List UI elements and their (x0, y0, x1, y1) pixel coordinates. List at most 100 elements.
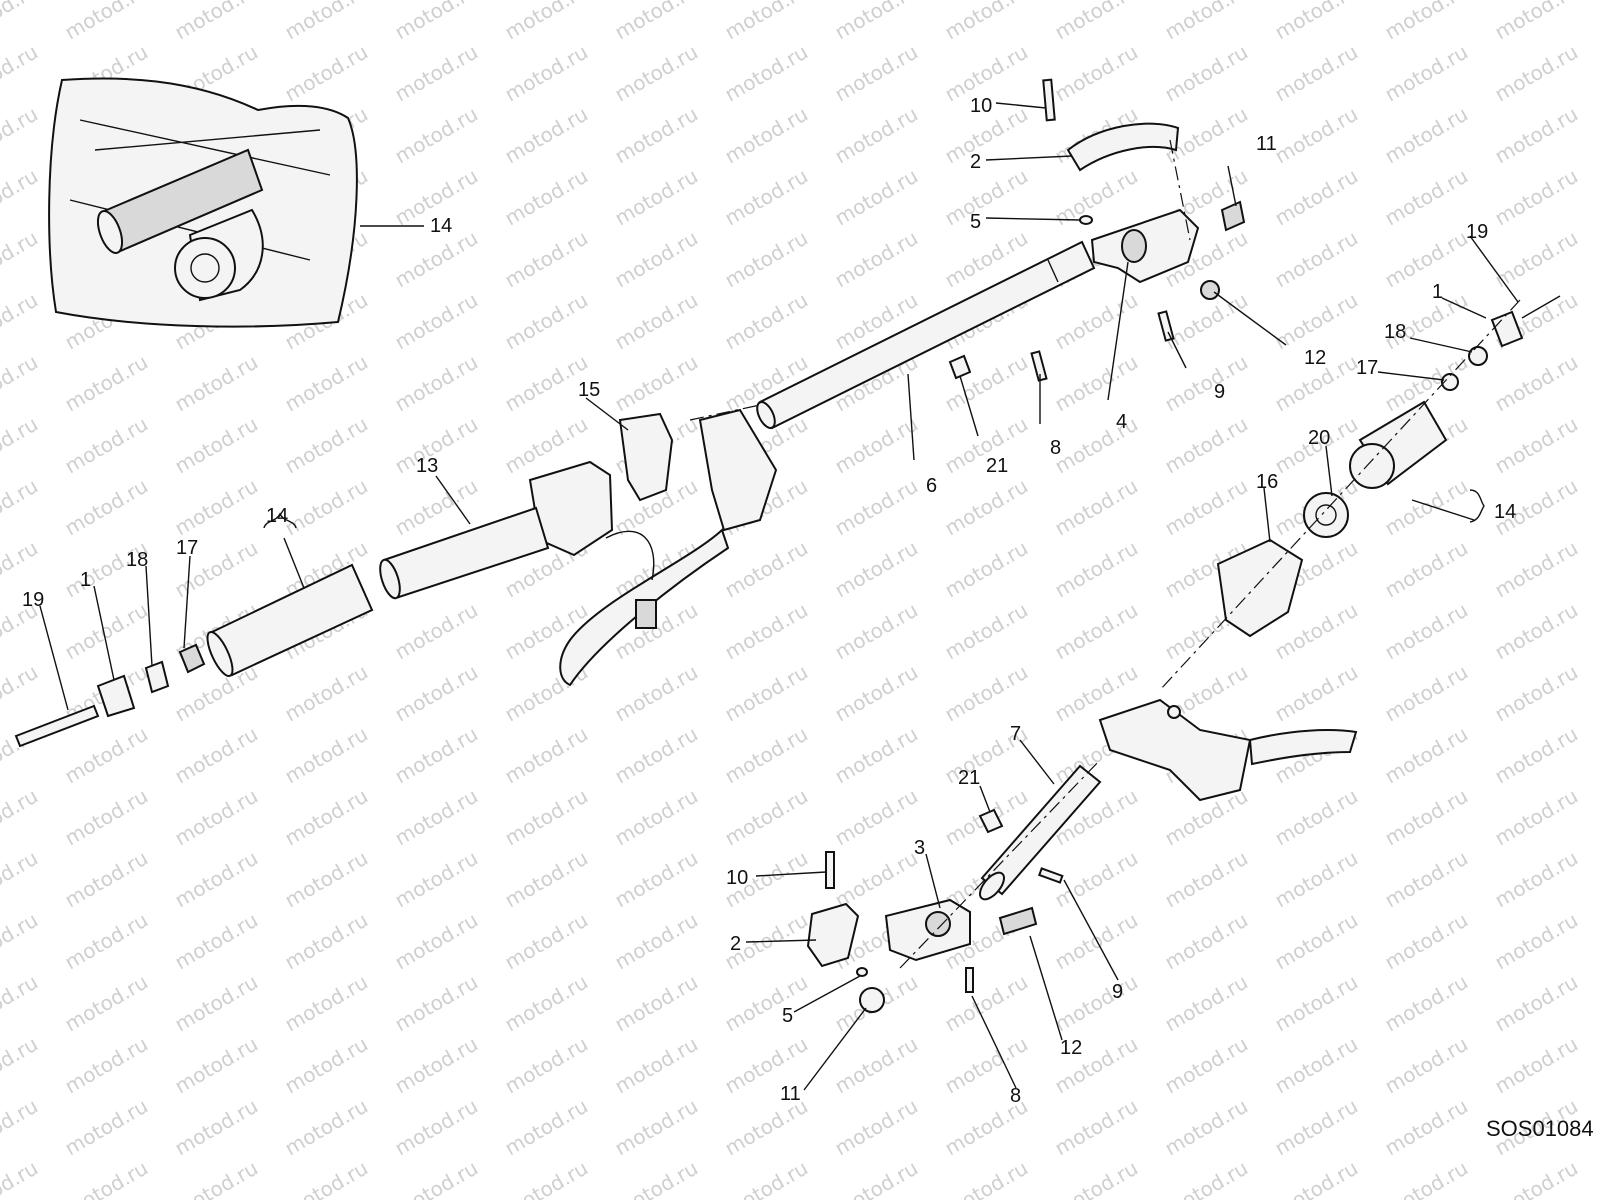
watermark-text: motod.ru (721, 598, 812, 665)
watermark-text: motod.ru (171, 1032, 262, 1099)
callout-15: 15 (578, 379, 600, 401)
watermark-text: motod.ru (831, 40, 922, 107)
watermark-text: motod.ru (831, 536, 922, 603)
callout-13: 13 (416, 455, 438, 477)
watermark-text: motod.ru (0, 1032, 42, 1099)
callout-9-top: 9 (1214, 381, 1225, 403)
watermark-text: motod.ru (281, 970, 372, 1037)
watermark-text: motod.ru (391, 598, 482, 665)
callout-4: 4 (1116, 411, 1127, 433)
watermark-text: motod.ru (501, 164, 592, 231)
watermark-text: motod.ru (611, 660, 702, 727)
watermark-text: motod.ru (1271, 0, 1362, 44)
watermark-text: motod.ru (721, 660, 812, 727)
watermark-text: motod.ru (171, 350, 262, 417)
watermark-text: motod.ru (391, 0, 482, 44)
watermark-text: motod.ru (391, 970, 482, 1037)
watermark-text: motod.ru (831, 474, 922, 541)
watermark-text: motod.ru (1491, 722, 1582, 789)
watermark-text: motod.ru (1381, 846, 1472, 913)
watermark-text: motod.ru (1271, 1094, 1362, 1161)
callout-9-bottom: 9 (1112, 981, 1123, 1003)
watermark-text: motod.ru (281, 908, 372, 975)
callout-1-left: 1 (80, 569, 91, 591)
watermark-text: motod.ru (61, 598, 152, 665)
watermark-text: motod.ru (281, 40, 372, 107)
callout-16: 16 (1256, 471, 1278, 493)
watermark-text: motod.ru (0, 0, 42, 44)
watermark-text: motod.ru (171, 908, 262, 975)
watermark-text: motod.ru (281, 0, 372, 44)
callout-17-right: 17 (1356, 357, 1378, 379)
watermark-text: motod.ru (391, 288, 482, 355)
watermark-text: motod.ru (1381, 102, 1472, 169)
watermark-text: motod.ru (61, 474, 152, 541)
callout-2-bottom: 2 (730, 933, 741, 955)
watermark-text: motod.ru (61, 350, 152, 417)
watermark-text: motod.ru (1491, 846, 1582, 913)
left-grip-assembly (14, 563, 374, 748)
watermark-text: motod.ru (941, 1156, 1032, 1200)
watermark-text: motod.ru (61, 1032, 152, 1099)
watermark-text: motod.ru (721, 288, 812, 355)
watermark-text: motod.ru (171, 1156, 262, 1200)
watermark-text: motod.ru (831, 598, 922, 665)
watermark-text: motod.ru (0, 1156, 42, 1200)
watermark-text: motod.ru (1491, 1032, 1582, 1099)
watermark-text: motod.ru (501, 1032, 592, 1099)
watermark-text: motod.ru (1161, 350, 1252, 417)
watermark-text: motod.ru (1051, 288, 1142, 355)
watermark-text: motod.ru (1271, 226, 1362, 293)
watermark-text: motod.ru (171, 846, 262, 913)
watermark-text: motod.ru (1381, 40, 1472, 107)
watermark-text: motod.ru (611, 1094, 702, 1161)
watermark-text: motod.ru (391, 722, 482, 789)
watermark-text: motod.ru (391, 102, 482, 169)
watermark-text: motod.ru (0, 288, 42, 355)
watermark-text: motod.ru (611, 164, 702, 231)
watermark-text: motod.ru (611, 350, 702, 417)
drawing-code: SOS01084 (1486, 1116, 1594, 1141)
watermark-text: motod.ru (0, 474, 42, 541)
watermark-text: motod.ru (611, 846, 702, 913)
watermark-text: motod.ru (1051, 970, 1142, 1037)
watermark-text: motod.ru (1381, 474, 1472, 541)
watermark-text: motod.ru (941, 660, 1032, 727)
watermark-text: motod.ru (501, 908, 592, 975)
watermark-text: motod.ru (1271, 970, 1362, 1037)
watermark-text: motod.ru (1051, 1094, 1142, 1161)
watermark-text: motod.ru (941, 474, 1032, 541)
watermark-text: motod.ru (721, 226, 812, 293)
watermark-text: motod.ru (391, 1094, 482, 1161)
watermark-text: motod.ru (611, 722, 702, 789)
watermark-text: motod.ru (0, 846, 42, 913)
watermark-text: motod.ru (1491, 412, 1582, 479)
watermark-text: motod.ru (1161, 40, 1252, 107)
watermark-text: motod.ru (611, 0, 702, 44)
watermark-text: motod.ru (501, 40, 592, 107)
watermark-text: motod.ru (1381, 164, 1472, 231)
watermark-text: motod.ru (1381, 784, 1472, 851)
callout-14-left: 14 (266, 505, 288, 527)
watermark-text: motod.ru (61, 1156, 152, 1200)
callout-17-left: 17 (176, 537, 198, 559)
watermark-text: motod.ru (721, 722, 812, 789)
watermark-text: motod.ru (1381, 1094, 1472, 1161)
watermark-text: motod.ru (171, 784, 262, 851)
watermark-text: motod.ru (1381, 722, 1472, 789)
callout-19-left: 19 (22, 589, 44, 611)
watermark-text: motod.ru (61, 784, 152, 851)
watermark-text: motod.ru (1491, 0, 1582, 44)
watermark-text: motod.ru (1051, 474, 1142, 541)
watermark-text: motod.ru (1491, 908, 1582, 975)
watermark-text: motod.ru (1051, 0, 1142, 44)
callout-19-right: 19 (1466, 221, 1488, 243)
leader-lines (39, 102, 1519, 1091)
watermark-text: motod.ru (281, 1032, 372, 1099)
callout-labels: 10 2 5 11 12 9 4 8 21 6 15 13 14 19 1 18… (22, 95, 1516, 1107)
callout-7: 7 (1010, 723, 1021, 745)
watermark-text: motod.ru (721, 970, 812, 1037)
watermark-text: motod.ru (501, 722, 592, 789)
watermark-text: motod.ru (501, 1094, 592, 1161)
